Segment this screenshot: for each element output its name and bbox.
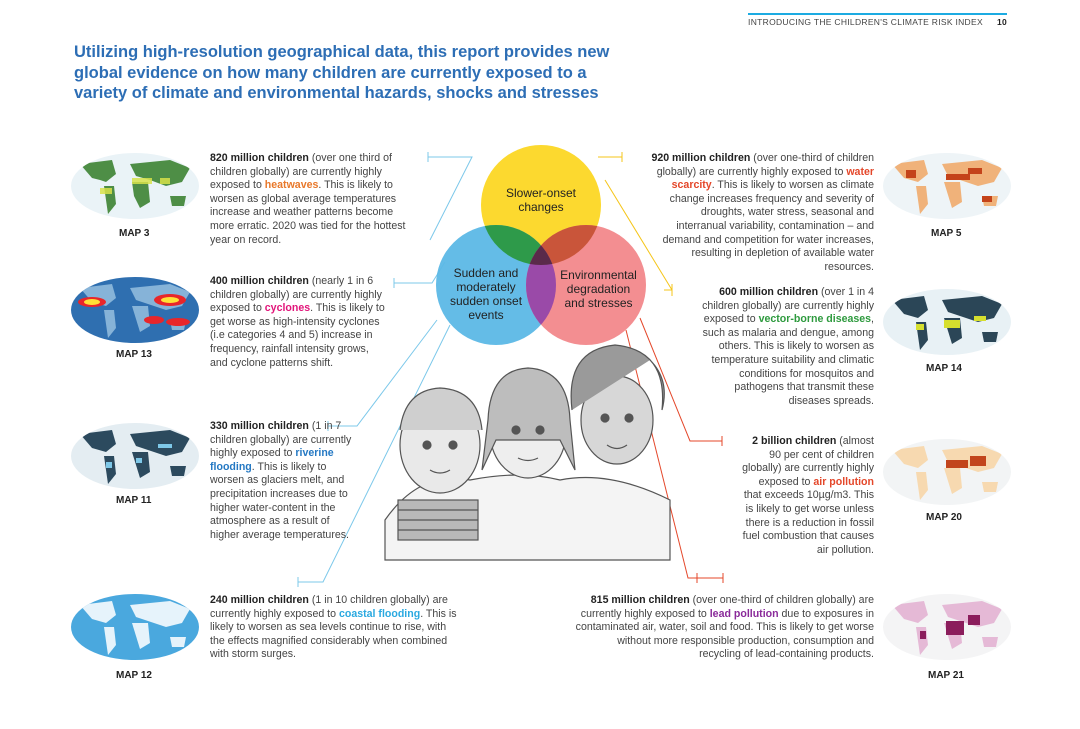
map-label: MAP 14 [926, 363, 962, 374]
venn-label-slower: Slower-onset changes [505, 186, 577, 214]
map-label: MAP 3 [119, 228, 150, 239]
running-header: INTRODUCING THE CHILDREN'S CLIMATE RISK … [748, 17, 1007, 27]
map-coastal [70, 593, 200, 661]
map-lead-pollution [882, 593, 1012, 661]
venn-label-degradation: Environmental degradation and stresses [560, 268, 637, 310]
hazard-text-lead: 815 million children (over one-third of … [575, 594, 874, 661]
hazard-text-riverine: 330 million children (1 in 7 children gl… [210, 420, 352, 541]
map-label: MAP 5 [931, 228, 962, 239]
map-air-pollution [882, 438, 1012, 506]
map-label: MAP 12 [116, 670, 152, 681]
hazard-text-air: 2 billion children (almost 90 per cent o… [742, 435, 874, 556]
hazard-text-coastal: 240 million children (1 in 10 children g… [210, 594, 457, 661]
hazard-text-cyclones: 400 million children (nearly 1 in 6 chil… [210, 275, 385, 369]
hazard-text-vector: 600 million children (over 1 in 4 childr… [702, 286, 874, 407]
children-illustration [384, 344, 671, 561]
map-heatwaves [70, 152, 200, 220]
map-vector-borne [882, 288, 1012, 356]
venn-diagram [436, 145, 646, 345]
header-rule [748, 13, 1007, 15]
hazard-text-water: 920 million children (over one-third of … [651, 152, 874, 273]
map-label: MAP 20 [926, 512, 962, 523]
map-riverine [70, 422, 200, 490]
map-water-scarcity [882, 152, 1012, 220]
page-number: 10 [996, 17, 1007, 27]
map-label: MAP 21 [928, 670, 964, 681]
map-label: MAP 11 [116, 495, 152, 506]
map-cyclones [70, 276, 200, 344]
section-title: INTRODUCING THE CHILDREN'S CLIMATE RISK … [748, 17, 983, 27]
hazard-text-heatwaves: 820 million children (over one third of … [210, 152, 406, 246]
venn-label-sudden: Sudden and moderately sudden onset event… [449, 266, 523, 322]
map-label: MAP 13 [116, 349, 152, 360]
page-title: Utilizing high-resolution geographical d… [74, 43, 610, 102]
